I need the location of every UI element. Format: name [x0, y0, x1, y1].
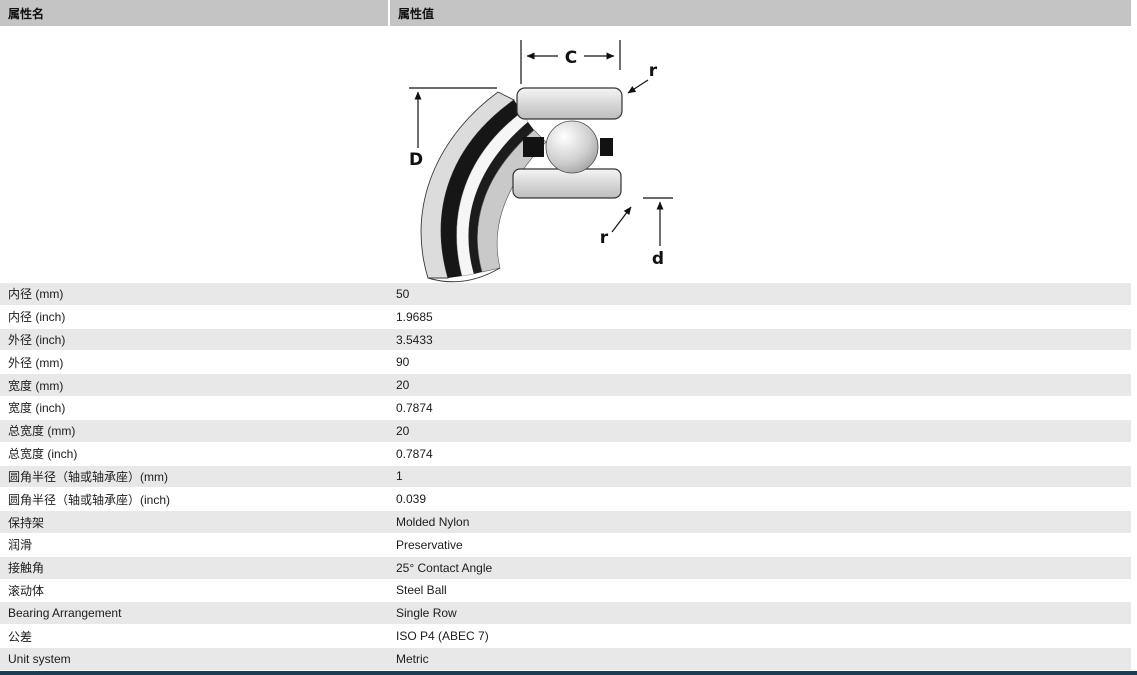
table-row: Bearing Arrangement Single Row — [0, 602, 1131, 626]
cage-left — [523, 137, 544, 157]
attribute-name: 滚动体 — [8, 583, 45, 598]
attribute-value: 25° Contact Angle — [396, 560, 493, 575]
attribute-value: Steel Ball — [396, 583, 447, 598]
attribute-value: 0.039 — [396, 492, 427, 507]
dimension-r-top: r — [627, 61, 658, 94]
table-row: 润滑 Preservative — [0, 533, 1131, 557]
attribute-name: 接触角 — [8, 561, 45, 576]
table-row: 圆角半径（轴或轴承座）(inch) 0.039 — [0, 488, 1131, 512]
attribute-value: 3.5433 — [396, 332, 433, 347]
attribute-name: 公差 — [8, 629, 33, 644]
table-header: 属性名 属性值 — [0, 0, 1137, 26]
attribute-name: 内径 (inch) — [8, 310, 66, 325]
dim-label-r-bottom: r — [600, 228, 609, 248]
attribute-value: Preservative — [396, 537, 463, 552]
bearing-ring-perspective — [420, 91, 547, 283]
attribute-name: 圆角半径（轴或轴承座）(inch) — [8, 492, 171, 507]
table-row: 外径 (inch) 3.5433 — [0, 328, 1131, 352]
header-attribute-value: 属性值 — [390, 0, 1131, 26]
dim-label-c: C — [565, 48, 577, 68]
attribute-name: 外径 (mm) — [8, 355, 64, 370]
table-row: 滚动体 Steel Ball — [0, 579, 1131, 603]
header-attribute-name: 属性名 — [0, 0, 388, 26]
table-row: 外径 (mm) 90 — [0, 351, 1131, 375]
table-row: 总宽度 (mm) 20 — [0, 419, 1131, 443]
dimension-d-inner: d — [643, 197, 673, 269]
attribute-value: 0.7874 — [396, 400, 433, 415]
attribute-name: 圆角半径（轴或轴承座）(mm) — [8, 469, 168, 484]
attribute-name: 外径 (inch) — [8, 333, 66, 348]
attribute-value: 1.9685 — [396, 309, 433, 324]
attribute-value: 20 — [396, 378, 410, 393]
attribute-name: 保持架 — [8, 515, 45, 530]
bearing-diagram-section: C r D r d — [0, 26, 1137, 283]
dim-label-d-inner: d — [652, 249, 664, 269]
outer-ring-section — [516, 87, 623, 120]
table-row: 宽度 (inch) 0.7874 — [0, 397, 1131, 420]
attribute-value: 0.7874 — [396, 446, 433, 461]
bearing-diagram: C r D r d — [409, 40, 673, 283]
ball — [545, 120, 599, 174]
attribute-name: Unit system — [8, 651, 71, 666]
table-row: 保持架 Molded Nylon — [0, 511, 1131, 534]
attribute-value: Metric — [396, 651, 429, 666]
table-row: Unit system Metric — [0, 648, 1131, 671]
table-row: 内径 (mm) 50 — [0, 283, 1131, 306]
dimension-d-outer: D — [409, 87, 497, 170]
cage-right — [600, 138, 613, 156]
table-row: 总宽度 (inch) 0.7874 — [0, 442, 1131, 466]
inner-ring-section — [512, 168, 622, 199]
attribute-name: 宽度 (mm) — [8, 378, 64, 393]
dimension-c: C — [520, 40, 621, 84]
attribute-name: Bearing Arrangement — [8, 606, 122, 621]
table-row: 宽度 (mm) 20 — [0, 374, 1131, 398]
dim-label-d-outer: D — [409, 150, 423, 170]
table-row: 内径 (inch) 1.9685 — [0, 305, 1131, 329]
attribute-value: 90 — [396, 355, 410, 370]
attribute-value: Single Row — [396, 606, 457, 621]
attribute-value: 20 — [396, 423, 410, 438]
attribute-name: 宽度 (inch) — [8, 401, 66, 416]
attribute-name: 内径 (mm) — [8, 287, 64, 302]
attribute-value: 1 — [396, 469, 403, 484]
attribute-name: 总宽度 (inch) — [8, 447, 78, 462]
table-row: 公差 ISO P4 (ABEC 7) — [0, 625, 1131, 648]
attribute-value: Molded Nylon — [396, 515, 470, 530]
attribute-value: ISO P4 (ABEC 7) — [396, 629, 489, 644]
dimension-r-bottom: r — [600, 206, 632, 248]
attribute-name: 润滑 — [8, 538, 33, 553]
footer-bar — [0, 671, 1137, 675]
dim-label-r-top: r — [649, 61, 658, 81]
attribute-name: 总宽度 (mm) — [8, 424, 76, 439]
table-row: 圆角半径（轴或轴承座）(mm) 1 — [0, 465, 1131, 489]
attribute-value: 50 — [396, 286, 410, 301]
bearing-cross-section — [512, 87, 623, 199]
table-row: 接触角 25° Contact Angle — [0, 556, 1131, 580]
